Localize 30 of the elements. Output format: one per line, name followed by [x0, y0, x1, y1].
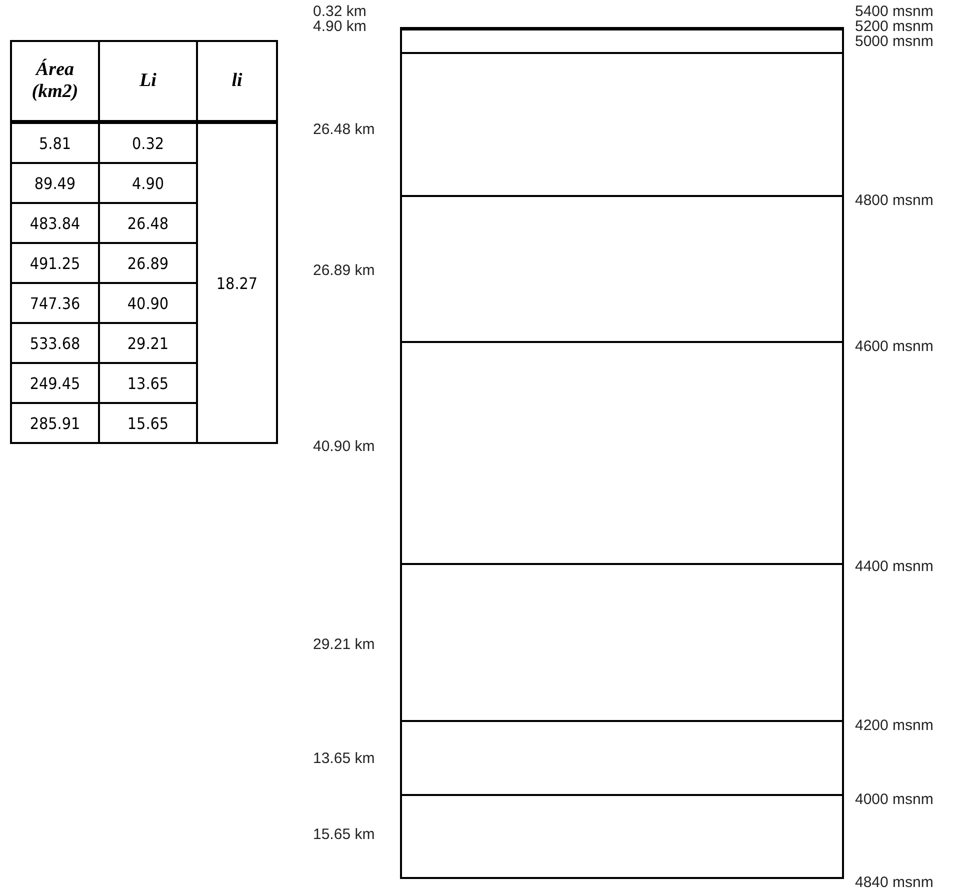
elevation-label: 4800 msnm — [855, 193, 934, 209]
table-cell: 0.32 — [99, 122, 197, 163]
length-label: 0.32 km — [313, 4, 366, 20]
length-label: 15.65 km — [313, 827, 375, 843]
length-label: 13.65 km — [313, 751, 375, 767]
table-cell: 249.45 — [11, 363, 99, 403]
table-cell: 18.27 — [197, 122, 277, 443]
table-cell: 491.25 — [11, 243, 99, 283]
table-cell: 533.68 — [11, 323, 99, 363]
elevation-label: 5000 msnm — [855, 34, 934, 50]
elevation-label: 4200 msnm — [855, 718, 934, 734]
length-label: 4.90 km — [313, 19, 366, 35]
column-header: Li — [99, 41, 197, 122]
column-header: li — [197, 41, 277, 122]
table-cell: 285.91 — [11, 403, 99, 443]
length-label: 26.89 km — [313, 263, 375, 279]
length-label: 40.90 km — [313, 439, 375, 455]
elevation-label: 5200 msnm — [855, 19, 934, 35]
column-header: Área (km2) — [11, 41, 99, 122]
elevation-label: 4000 msnm — [855, 792, 934, 808]
length-label: 29.21 km — [313, 637, 375, 653]
table-cell: 89.49 — [11, 163, 99, 203]
elevation-label: 4600 msnm — [855, 339, 934, 355]
table-cell: 747.36 — [11, 283, 99, 323]
length-label: 26.48 km — [313, 122, 375, 138]
table-cell: 5.81 — [11, 122, 99, 163]
elevation-label: 5400 msnm — [855, 4, 934, 20]
table-cell: 483.84 — [11, 203, 99, 243]
elevation-label: 4840 msnm — [855, 875, 934, 891]
elevation-label: 4400 msnm — [855, 559, 934, 575]
